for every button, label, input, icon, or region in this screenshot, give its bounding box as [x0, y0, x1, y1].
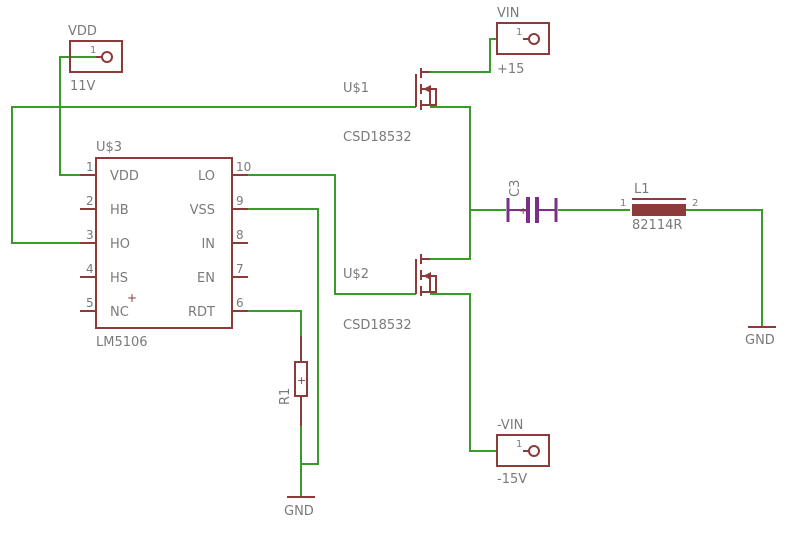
pin-num-1: 1: [86, 160, 94, 174]
mosfet-low-part: CSD18532: [343, 318, 412, 333]
pin-name-hs: HS: [110, 271, 128, 286]
wire-nvin: [430, 293, 497, 452]
pin-num-10: 10: [236, 160, 251, 174]
mosfet-high-arrow: [423, 85, 431, 93]
ground-right-label: GND: [745, 333, 775, 348]
connector-nvin-name: -VIN: [497, 418, 523, 433]
connector-vdd-value: 11V: [70, 79, 96, 94]
connector-nvin[interactable]: -VIN 1 -15V: [496, 418, 550, 487]
inductor-l1[interactable]: L1 1 2 82114R: [620, 182, 698, 233]
pin-name-nc: NC: [110, 305, 129, 320]
pin-num-5: 5: [86, 296, 94, 310]
inductor-body: [632, 204, 686, 216]
wire-rdt: [232, 310, 302, 336]
mosfet-low-arrow: [423, 272, 431, 280]
connector-nvin-terminal: [528, 445, 540, 457]
wire-vss: [232, 208, 319, 465]
resistor-r1[interactable]: + R1: [278, 336, 308, 426]
connector-vdd-name: VDD: [68, 24, 97, 39]
connector-vdd[interactable]: VDD 1 11V: [68, 24, 123, 94]
pin-num-3: 3: [86, 228, 94, 242]
pin-num-4: 4: [86, 262, 94, 276]
connector-nvin-body: [496, 434, 550, 467]
pin-num-8: 8: [236, 228, 244, 242]
driver-ic[interactable]: U$3 LM5106 + 1 2 3 4 5 VDD HB HO HS NC: [80, 140, 251, 350]
connector-vin-pin: 1: [516, 27, 522, 38]
wire-ho-gate: [11, 106, 416, 244]
wires: [11, 38, 763, 497]
wire-ind-gnd: [686, 209, 763, 327]
resistor-origin-mark: +: [297, 374, 306, 387]
wire-switch-node: [430, 106, 471, 260]
pin-name-vdd: VDD: [110, 169, 139, 184]
inductor-pin2: 2: [692, 198, 698, 209]
pin-name-in: IN: [201, 237, 215, 252]
connector-nvin-value: -15V: [497, 472, 527, 487]
driver-right-pins: 10 9 8 7 6 LO VSS IN EN RDT: [188, 160, 251, 320]
inductor-ref: L1: [634, 182, 650, 197]
wire-vin: [430, 38, 497, 73]
connector-vin-body: [496, 22, 550, 55]
driver-origin-mark: +: [127, 291, 137, 305]
capacitor-c3[interactable]: C3 +: [506, 180, 558, 223]
connector-vin[interactable]: VIN 1 +15: [496, 6, 550, 77]
ground-right[interactable]: GND: [745, 326, 776, 348]
driver-ref: U$3: [96, 140, 122, 155]
pin-num-7: 7: [236, 262, 244, 276]
connector-vin-name: VIN: [497, 6, 519, 21]
driver-part: LM5106: [96, 335, 148, 350]
connector-vdd-body: [69, 40, 123, 73]
connector-vdd-pin: 1: [90, 45, 96, 56]
capacitor-origin-mark: +: [519, 206, 527, 217]
connector-vdd-terminal: [101, 51, 113, 63]
mosfet-high-ref: U$1: [343, 81, 369, 96]
connector-vin-value: +15: [497, 62, 524, 77]
pin-name-hb: HB: [110, 203, 129, 218]
pin-name-rdt: RDT: [188, 305, 215, 320]
mosfet-low[interactable]: U$2 CSD18532: [343, 254, 437, 333]
ground-bottom[interactable]: GND: [284, 496, 315, 519]
mosfet-low-ref: U$2: [343, 267, 369, 282]
ground-bottom-label: GND: [284, 504, 314, 519]
pin-name-vss: VSS: [190, 203, 215, 218]
wire-vdd: [59, 56, 96, 176]
wire-lo-gate: [232, 174, 416, 295]
mosfet-high[interactable]: U$1 CSD18532: [343, 68, 437, 145]
inductor-part: 82114R: [632, 218, 682, 233]
pin-num-2: 2: [86, 194, 94, 208]
inductor-pin1: 1: [620, 198, 626, 209]
pin-name-en: EN: [197, 271, 215, 286]
pin-name-lo: LO: [198, 169, 215, 184]
pin-num-6: 6: [236, 296, 244, 310]
pin-num-9: 9: [236, 194, 244, 208]
capacitor-ref: C3: [508, 180, 523, 197]
mosfet-high-part: CSD18532: [343, 130, 412, 145]
connector-nvin-pin: 1: [516, 439, 522, 450]
connector-vin-terminal: [528, 33, 540, 45]
driver-left-pins: 1 2 3 4 5 VDD HB HO HS NC: [80, 160, 139, 320]
resistor-ref: R1: [278, 388, 293, 405]
pin-name-ho: HO: [110, 237, 130, 252]
